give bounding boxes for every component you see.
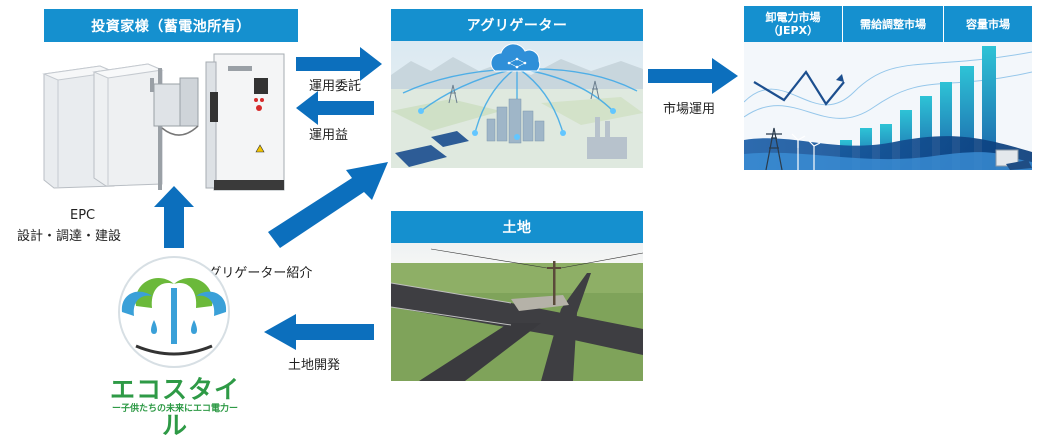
cloud-network-icon [490, 43, 541, 72]
label-land-development: 土地開発 [288, 358, 341, 373]
label-operation-profit: 運用益 [309, 128, 349, 143]
investor-title: 投資家様（蓄電池所有） [91, 18, 251, 35]
land-illustration [391, 243, 643, 381]
investor-header: 投資家様（蓄電池所有） [44, 9, 298, 42]
label-market-operation: 市場運用 [663, 102, 716, 117]
flow-arrows [154, 47, 738, 350]
market-jepx-sub-label: （JEPX） [767, 24, 819, 37]
label-operation-commission: 運用委託 [309, 79, 362, 94]
markets-panel: 卸電力市場 （JEPX） 需給調整市場 容量市場 [744, 6, 1032, 170]
label-aggregator-intro: アグリゲーター紹介 [196, 266, 313, 281]
flow-arrow-intro [268, 162, 388, 248]
ecostyle-logo-icon [118, 256, 230, 368]
market-balancing-header: 需給調整市場 [843, 6, 943, 42]
flow-arrow-commission [296, 47, 382, 81]
company-logo: エコスタイル ー子供たちの未来にエコ電力ー [102, 254, 248, 440]
flow-arrow-epc [154, 186, 194, 248]
market-capacity-label: 容量市場 [966, 17, 1010, 31]
flow-arrow-market [648, 58, 738, 94]
market-jepx-label: 卸電力市場 [765, 11, 821, 24]
battery-illustration [30, 48, 300, 196]
land-title: 土地 [502, 220, 532, 236]
label-epc: EPC [70, 208, 96, 223]
company-tagline: ー子供たちの未来にエコ電力ー [111, 404, 238, 414]
aggregator-title: アグリゲーター [466, 18, 568, 34]
battery-cabinet-icon [42, 53, 285, 191]
land-header: 土地 [391, 211, 643, 243]
market-jepx-header: 卸電力市場 （JEPX） [744, 6, 842, 42]
label-epc-detail: 設計・調達・建設 [17, 229, 122, 244]
aggregator-illustration [391, 41, 643, 168]
market-capacity-header: 容量市場 [944, 6, 1032, 42]
aggregator-header: アグリゲーター [391, 9, 643, 41]
market-balancing-label: 需給調整市場 [860, 17, 926, 31]
flow-arrow-profit [296, 91, 374, 125]
market-chart-illustration [744, 42, 1032, 170]
flow-arrow-land [264, 314, 374, 350]
